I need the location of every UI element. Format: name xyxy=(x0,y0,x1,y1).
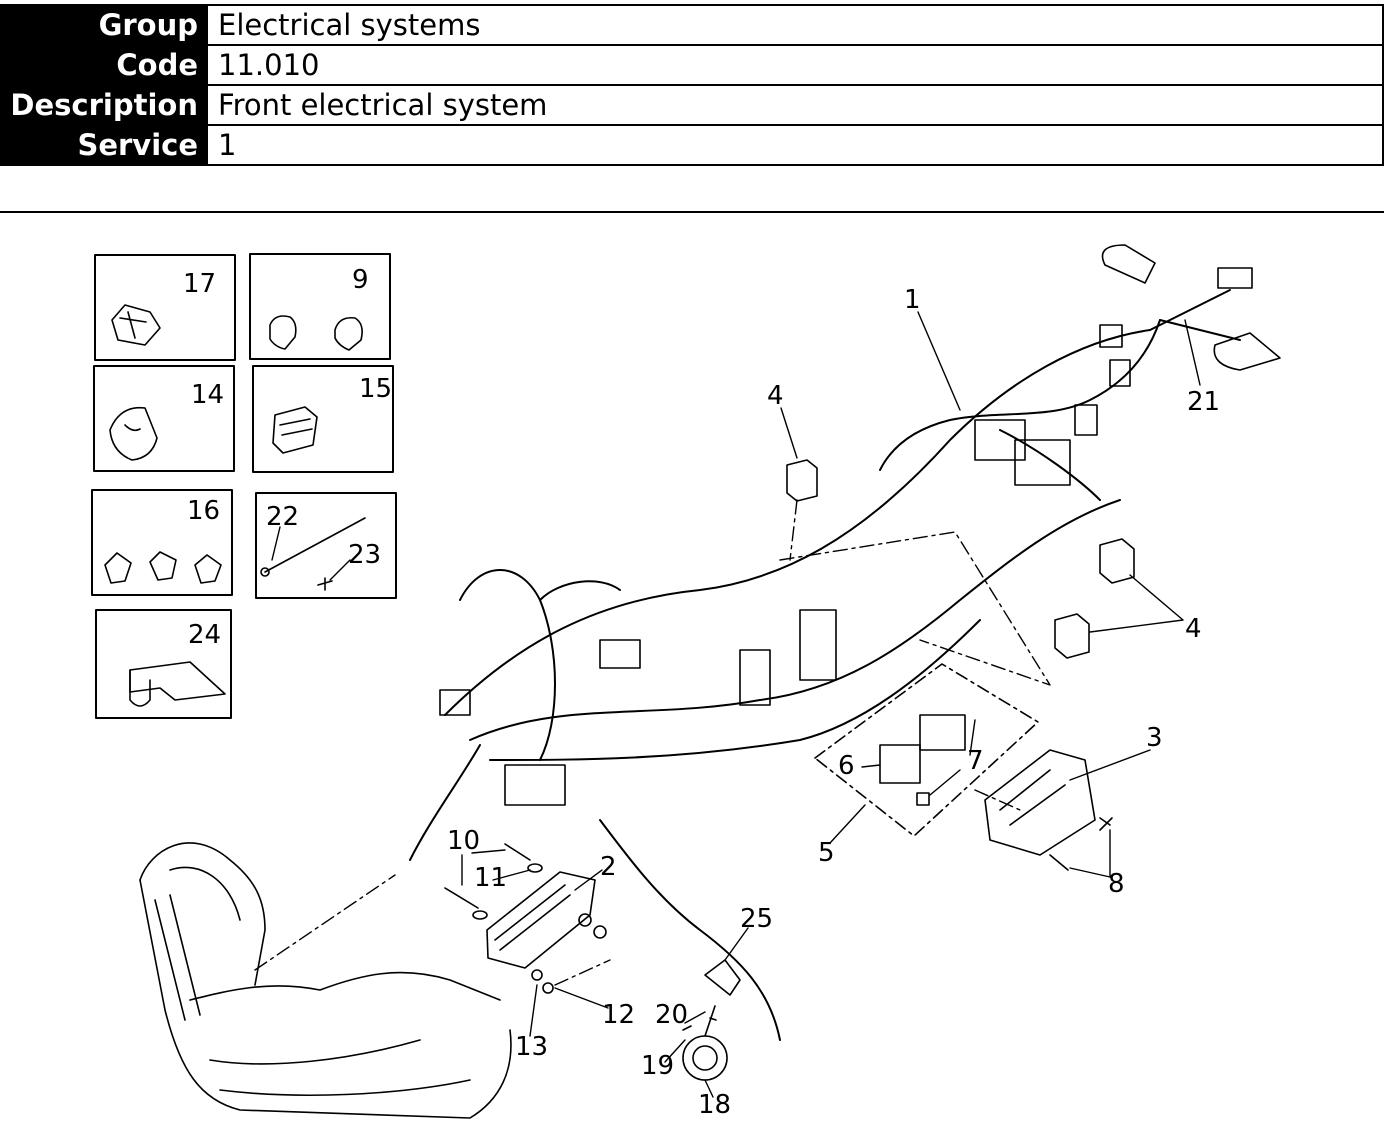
callout-label: 13 xyxy=(515,1032,548,1062)
header-value: Electrical systems xyxy=(206,4,1384,46)
horn-18 xyxy=(682,1005,728,1081)
inset-box-15 xyxy=(252,365,394,473)
callout-label: 10 xyxy=(447,826,480,856)
inset-label: 23 xyxy=(348,540,381,570)
callout-label: 25 xyxy=(740,904,773,934)
turn-indicator-group xyxy=(1101,244,1281,371)
inset-label: 9 xyxy=(352,265,369,295)
callout-label: 5 xyxy=(818,838,835,868)
callout-label: 12 xyxy=(602,1000,635,1030)
callout-label: 18 xyxy=(698,1090,731,1120)
relay-holder-icon xyxy=(272,406,318,454)
cable-tie-icon xyxy=(260,517,366,591)
header-value: 11.010 xyxy=(206,44,1384,86)
leader-lines-dashed xyxy=(254,499,1051,986)
header-key: Service xyxy=(0,124,208,166)
clip-icon xyxy=(111,304,161,346)
relay-4-upper xyxy=(786,459,818,502)
inset-box-22-23 xyxy=(255,492,397,599)
callout-label: 20 xyxy=(655,1000,688,1030)
fastener-icon xyxy=(109,406,158,461)
callout-label: 1 xyxy=(904,285,921,315)
inset-box-14 xyxy=(93,365,235,472)
inset-label: 15 xyxy=(359,374,392,404)
header-key: Description xyxy=(0,84,208,126)
callout-label: 6 xyxy=(838,751,855,781)
callout-label: 8 xyxy=(1108,869,1125,899)
section-divider xyxy=(0,211,1384,213)
header-key: Group xyxy=(0,4,208,46)
header-row-code: Code 11.010 xyxy=(0,44,1384,86)
inset-label: 24 xyxy=(188,620,221,650)
header-row-description: Description Front electrical system xyxy=(0,84,1384,126)
fuse-box-3 xyxy=(984,749,1096,856)
header-row-service: Service 1 xyxy=(0,124,1384,166)
bolt-10 xyxy=(444,843,531,909)
relay-box-5 xyxy=(814,663,1039,837)
screw-8 xyxy=(1049,817,1113,871)
inset-label: 22 xyxy=(266,502,299,532)
washer-11 xyxy=(472,863,543,920)
callout-label: 21 xyxy=(1187,387,1220,417)
header-row-group: Group Electrical systems xyxy=(0,4,1384,46)
callout-label: 4 xyxy=(767,381,784,411)
headlight-assembly xyxy=(139,842,512,1119)
callout-label: 7 xyxy=(967,746,984,776)
callout-label: 3 xyxy=(1146,723,1163,753)
bracket-icon xyxy=(129,661,226,707)
clip-set-icon xyxy=(104,551,222,584)
inset-box-16 xyxy=(91,489,233,596)
bracket-25 xyxy=(704,959,741,996)
header-value: 1 xyxy=(206,124,1384,166)
callout-label: 4 xyxy=(1185,614,1202,644)
callout-leaders xyxy=(271,311,1201,1098)
clamp-icon xyxy=(269,315,363,351)
header-value: Front electrical system xyxy=(206,84,1384,126)
callout-label: 19 xyxy=(641,1051,674,1081)
inset-box-9 xyxy=(249,253,391,360)
inset-label: 16 xyxy=(187,496,220,526)
inset-box-17 xyxy=(94,254,236,361)
module-2 xyxy=(486,871,607,994)
connector-blocks xyxy=(439,324,1131,806)
header-table: Group Electrical systems Code 11.010 Des… xyxy=(0,4,1384,166)
wiring-harness xyxy=(409,289,1241,1041)
callout-label: 2 xyxy=(600,852,617,882)
relay-4-right xyxy=(1054,538,1135,659)
header-key: Code xyxy=(0,44,208,86)
inset-label: 17 xyxy=(183,269,216,299)
callout-label: 11 xyxy=(474,863,507,893)
inset-label: 14 xyxy=(191,380,224,410)
inset-box-24 xyxy=(95,609,232,719)
